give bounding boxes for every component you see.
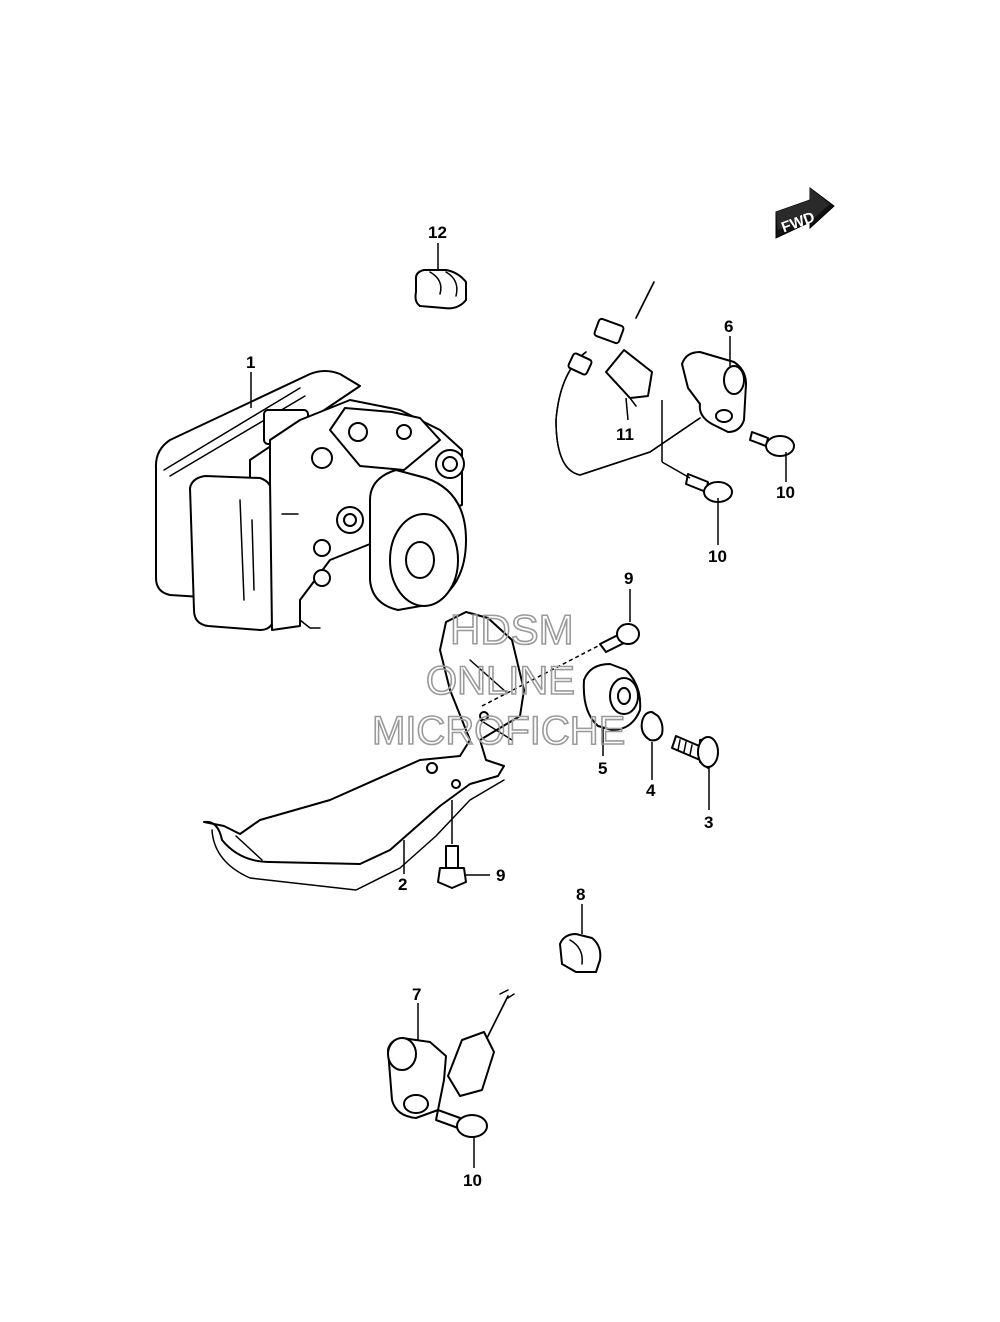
callout-10a: 10 [776,483,795,502]
callout-10b: 10 [708,547,727,566]
callout-4: 4 [646,781,656,800]
bolt-9b-part [437,845,467,889]
callout-6: 6 [724,317,733,336]
wheel-speed-sensor-6-part [555,281,747,476]
watermark-line-3: MICROFICHE [372,709,625,753]
callout-3: 3 [704,813,713,832]
bracket-2-part [203,611,525,891]
clip-8-part [559,933,602,973]
watermark-line-2: ONLINE [426,659,575,703]
collar-4-part [640,711,664,742]
bolt-10c-part [435,1109,488,1138]
callout-10c: 10 [463,1171,482,1190]
fwd-arrow-icon: FWD [775,187,835,239]
callout-9a: 9 [624,569,633,588]
callout-11: 11 [616,425,634,444]
callout-2: 2 [398,875,407,894]
callout-12: 12 [428,223,447,242]
abs-unit-1-part [154,370,467,631]
callout-8: 8 [576,885,585,904]
watermark: HDSM ONLINE MICROFICHE [371,605,626,754]
callout-1: 1 [246,353,255,372]
callout-9b: 9 [496,866,505,885]
callout-labels: 1 2 3 4 5 6 7 8 9 9 10 10 10 11 12 [246,223,795,1190]
bolt-10b-part [685,473,733,503]
bolt-10a-part [749,431,795,457]
bolt-9a-part [599,623,640,653]
leader-lines [250,243,787,1168]
wheel-speed-sensor-7-part [387,989,515,1119]
callout-7: 7 [412,985,421,1004]
bolt-3-part [671,735,719,769]
clip-12-part [414,269,467,310]
grommet-5-part [582,663,642,731]
callout-5: 5 [598,759,607,778]
watermark-line-1: HDSM [450,606,574,653]
